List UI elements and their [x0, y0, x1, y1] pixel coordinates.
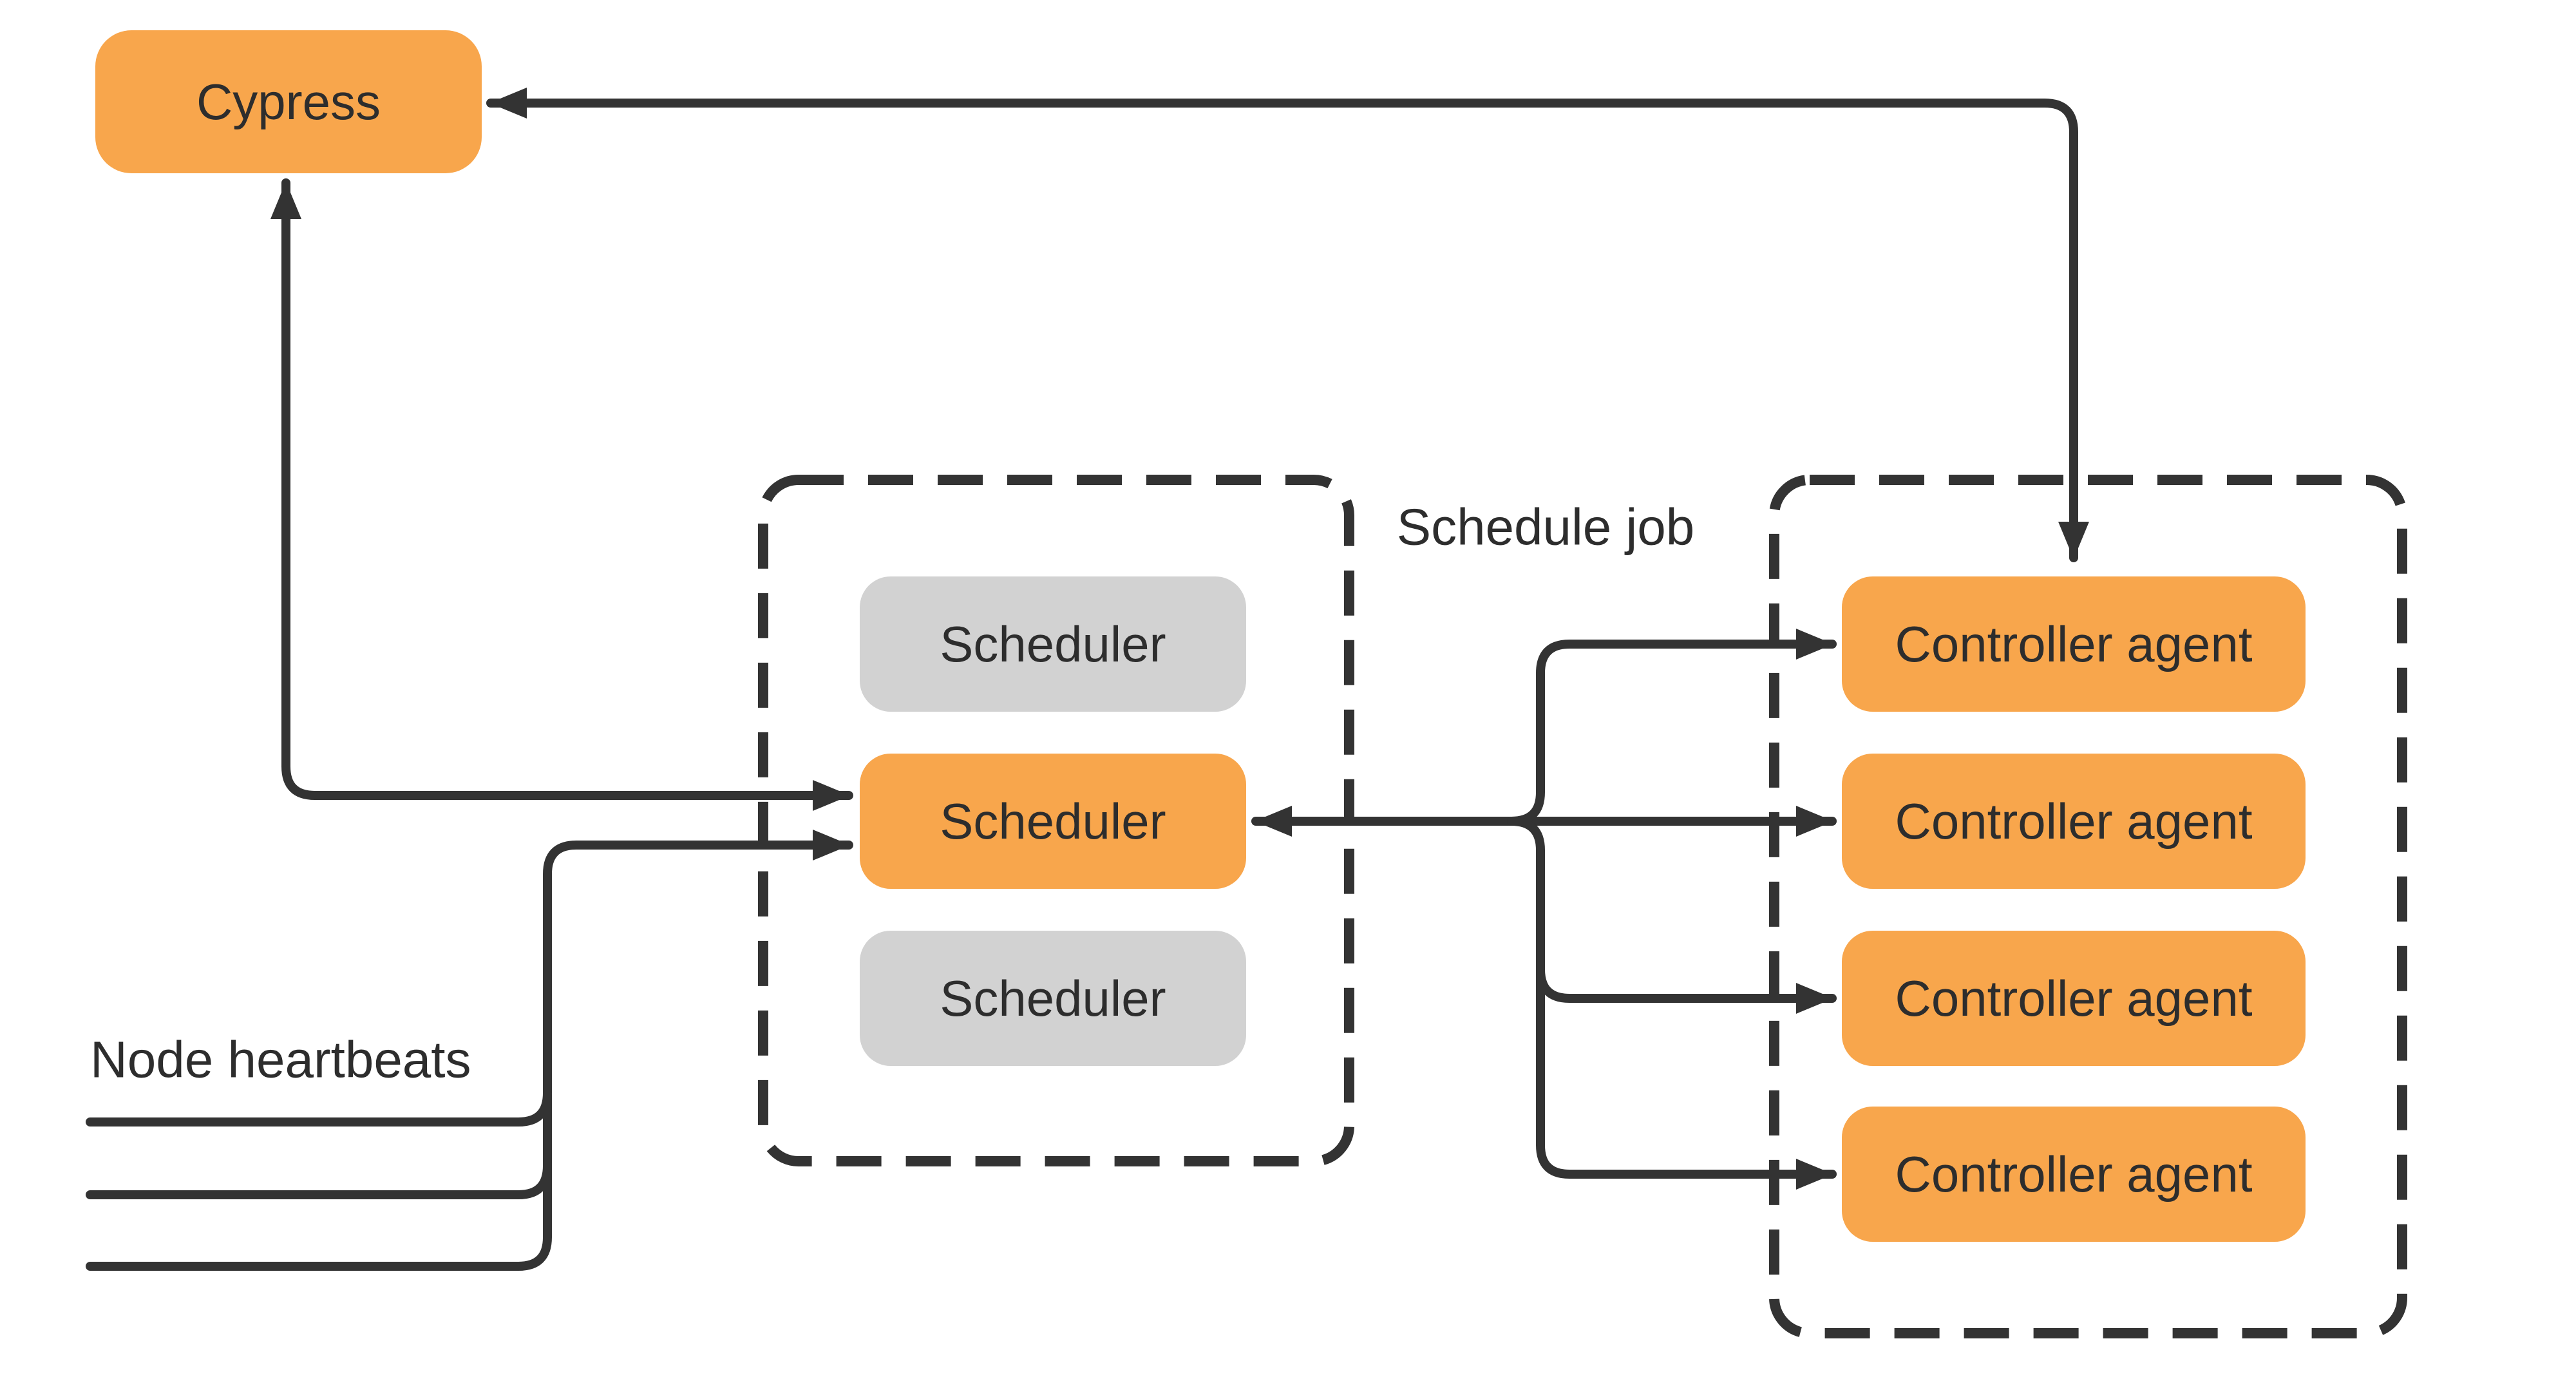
scheduler-node-3: Scheduler — [860, 931, 1246, 1066]
edge-fan-branch-agent4 — [1507, 817, 1837, 1190]
scheduler-node-1-label: Scheduler — [940, 616, 1166, 672]
cypress-node-label: Cypress — [196, 73, 381, 130]
cypress-node-box — [95, 30, 482, 173]
controller-agent-node-1: Controller agent — [1842, 576, 2306, 712]
controller-agent-node-4-box — [1842, 1107, 2306, 1242]
controller-agent-node-1-box — [1842, 576, 2306, 712]
scheduler-node-2-box — [860, 754, 1246, 889]
controller-agent-node-3-label: Controller agent — [1895, 970, 2253, 1027]
heartbeat-line-1 — [86, 830, 853, 1127]
scheduler-node-1-box — [860, 576, 1246, 712]
cypress-node: Cypress — [95, 30, 482, 173]
controller-agent-node-4: Controller agent — [1842, 1107, 2306, 1242]
controller-agent-node-2: Controller agent — [1842, 754, 2306, 889]
scheduler-node-3-label: Scheduler — [940, 970, 1166, 1027]
scheduler-node-2-label: Scheduler — [940, 793, 1166, 850]
heartbeat-line-2 — [86, 1090, 552, 1199]
scheduler-node-3-box — [860, 931, 1246, 1066]
heartbeat-line-3 — [86, 1158, 552, 1271]
scheduler-node-1: Scheduler — [860, 576, 1246, 712]
edge-scheduler-cypress-elbow — [270, 178, 853, 811]
controller-agent-node-3: Controller agent — [1842, 931, 2306, 1066]
edge-fan-branch-agent1 — [1507, 629, 1837, 826]
node-heartbeats-label: Node heartbeats — [90, 1031, 471, 1089]
controller-agent-node-3-box — [1842, 931, 2306, 1066]
controller-agent-node-2-label: Controller agent — [1895, 793, 2253, 850]
schedule-job-label: Schedule job — [1397, 499, 1695, 556]
controller-agent-node-4-label: Controller agent — [1895, 1146, 2253, 1203]
edge-fan-branch-agent3 — [1536, 942, 1837, 1014]
controller-agent-node-1-label: Controller agent — [1895, 616, 2253, 672]
edge-cypress-controller-feedback — [486, 88, 2089, 562]
controller-agent-node-2-box — [1842, 754, 2306, 889]
scheduler-node-2: Scheduler — [860, 754, 1246, 889]
